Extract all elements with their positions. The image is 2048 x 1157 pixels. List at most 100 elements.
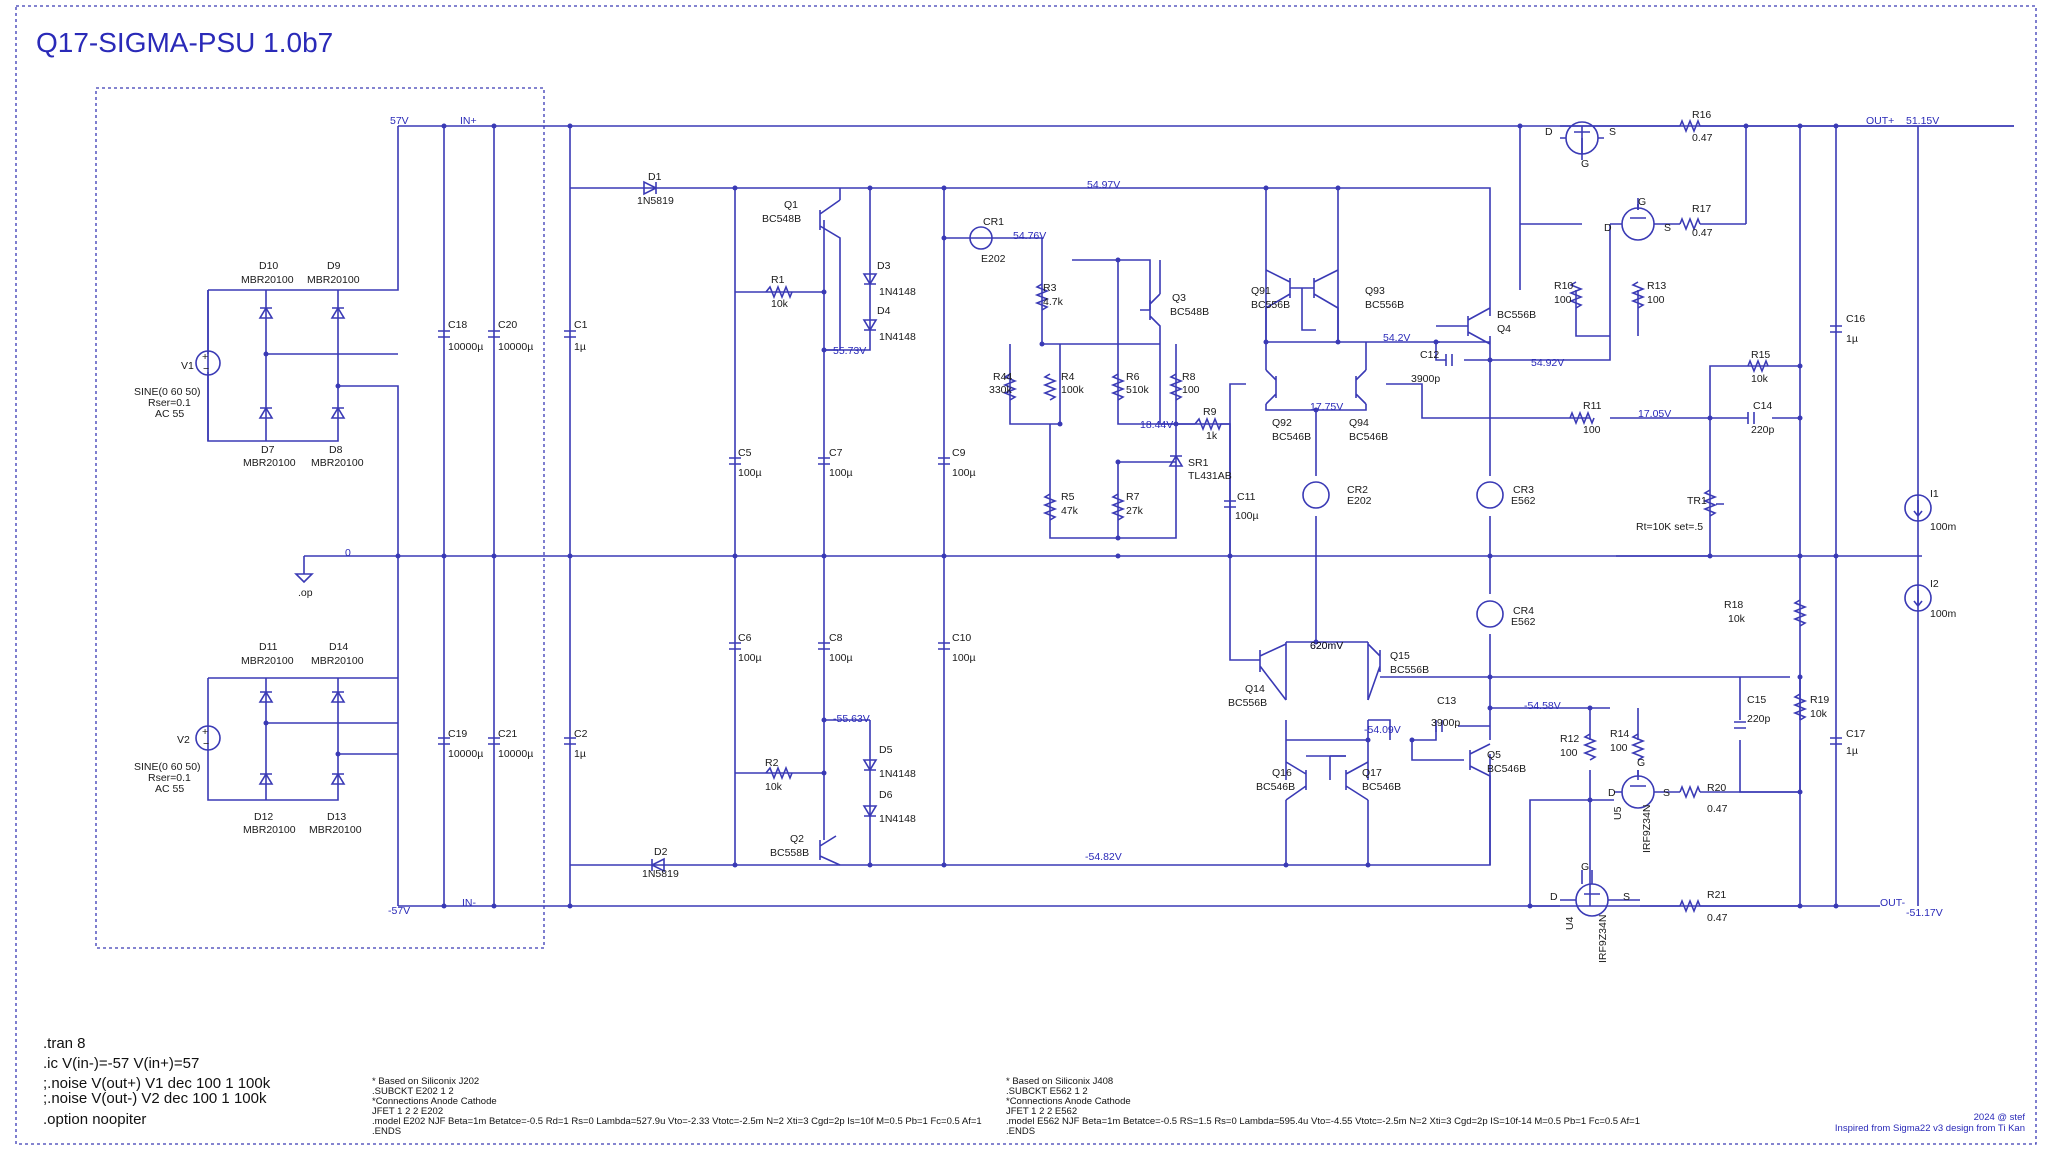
component-label: 100µ <box>952 652 976 664</box>
component-label: C21 <box>498 728 517 740</box>
junction-dots <box>263 123 1839 909</box>
component-label: D10 <box>259 260 278 272</box>
component-label: S <box>1664 222 1671 234</box>
subckt-e562-block: * Based on Siliconix J408 .SUBCKT E562 1… <box>1006 1076 1640 1137</box>
net-voltage-label: 54.2V <box>1383 332 1410 344</box>
component-label: 100µ <box>829 467 853 479</box>
component-label: 100 <box>1560 747 1578 759</box>
component-label: AC 55 <box>155 783 184 795</box>
component-label: R6 <box>1126 371 1140 383</box>
component-label: G <box>1581 158 1589 170</box>
net-voltage-label: 54.92V <box>1531 357 1564 369</box>
mosfet-symbols <box>1560 121 1664 917</box>
component-label: 1N4148 <box>879 813 916 825</box>
component-label: 1k <box>1206 430 1218 442</box>
transistor-symbols <box>819 188 1491 866</box>
component-label: D3 <box>877 260 891 272</box>
net-voltage-label: OUT+ <box>1866 115 1894 127</box>
component-label: C1 <box>574 319 588 331</box>
component-label: 1N5819 <box>637 195 674 207</box>
rectifier-block-outline <box>95 87 545 949</box>
svg-text:−: − <box>203 363 209 375</box>
component-label: 1N5819 <box>642 868 679 880</box>
component-label: I1 <box>1930 488 1939 500</box>
component-label: CR1 <box>983 216 1004 228</box>
net-voltage-label: 57V <box>390 115 409 127</box>
component-label: D14 <box>329 641 348 653</box>
net-voltage-label: -54.58V <box>1524 700 1561 712</box>
component-label: 620mV <box>1310 640 1343 652</box>
component-label: MBR20100 <box>243 824 296 836</box>
component-label: 100 <box>1583 424 1601 436</box>
component-label: C19 <box>448 728 467 740</box>
component-label: AC 55 <box>155 408 184 420</box>
component-label: BC556B <box>1497 309 1536 321</box>
component-label: G <box>1637 757 1645 769</box>
net-voltage-label: IN- <box>462 897 477 909</box>
component-label: R12 <box>1560 733 1579 745</box>
component-label: Q5 <box>1487 749 1501 761</box>
component-label: E562 <box>1511 495 1536 507</box>
component-label: 0.47 <box>1692 227 1713 239</box>
component-label: CR2 <box>1347 484 1368 496</box>
component-label: C13 <box>1437 695 1456 707</box>
component-label: Q15 <box>1390 650 1410 662</box>
component-label: S <box>1609 126 1616 138</box>
component-label: D13 <box>327 811 346 823</box>
subckt-e202-line: *Connections Anode Cathode <box>372 1096 497 1107</box>
component-label: BC556B <box>1251 299 1290 311</box>
component-label: 10k <box>1751 373 1769 385</box>
subckt-e562-line: .model E562 NJF Beta=1m Betatce=-0.5 RS=… <box>1006 1116 1640 1127</box>
component-label: C15 <box>1747 694 1766 706</box>
component-label: V2 <box>177 734 190 746</box>
credit-inspiration: Inspired from Sigma22 v3 design from Ti … <box>1835 1123 2025 1134</box>
component-label: 100k <box>1061 384 1085 396</box>
component-label: R13 <box>1647 280 1666 292</box>
subckt-e202-line: * Based on Siliconix J202 <box>372 1076 479 1087</box>
component-label: 10000µ <box>448 748 483 760</box>
component-label: D <box>1608 787 1616 799</box>
net-voltage-label: 54.97V <box>1087 179 1120 191</box>
component-label: C9 <box>952 447 966 459</box>
component-label: R9 <box>1203 406 1217 418</box>
component-label: R14 <box>1610 728 1629 740</box>
subckt-e562-line: *Connections Anode Cathode <box>1006 1096 1131 1107</box>
component-label: R3 <box>1043 282 1057 294</box>
source-symbols: +− +− <box>195 226 1932 751</box>
diode-symbols <box>258 180 1184 873</box>
component-label: Q92 <box>1272 417 1292 429</box>
component-label: 1µ <box>1846 333 1858 345</box>
component-label: 100m <box>1930 521 1957 533</box>
net-voltage-label: OUT- <box>1880 897 1906 909</box>
component-label: MBR20100 <box>311 457 364 469</box>
component-label: MBR20100 <box>309 824 362 836</box>
component-label: D4 <box>877 305 891 317</box>
component-label: Q94 <box>1349 417 1369 429</box>
component-label: C17 <box>1846 728 1865 740</box>
component-label: R44 <box>993 371 1012 383</box>
component-label: C16 <box>1846 313 1865 325</box>
component-label: R4 <box>1061 371 1075 383</box>
component-label: R21 <box>1707 889 1726 901</box>
component-label: D8 <box>329 444 343 456</box>
component-label: 100µ <box>829 652 853 664</box>
subckt-e202-line: .model E202 NJF Beta=1m Betatce=-0.5 Rd=… <box>372 1116 982 1127</box>
component-label: CR3 <box>1513 484 1534 496</box>
net-voltage-label: 54.76V <box>1013 230 1046 242</box>
component-label: 100m <box>1930 608 1957 620</box>
component-label: C7 <box>829 447 843 459</box>
component-label: BC558B <box>770 847 809 859</box>
component-label-rotated: U5 <box>1612 806 1624 820</box>
component-label: E202 <box>1347 495 1372 507</box>
component-label: 330k <box>989 384 1013 396</box>
component-label: R20 <box>1707 782 1726 794</box>
component-label: E202 <box>981 253 1006 265</box>
component-label: Rser=0.1 <box>148 772 191 784</box>
component-label: C20 <box>498 319 517 331</box>
component-label: Q91 <box>1251 285 1271 297</box>
component-label: D1 <box>648 171 662 183</box>
component-label: 0.47 <box>1707 912 1728 924</box>
component-label: C5 <box>738 447 752 459</box>
net-voltage-label: -54.82V <box>1085 851 1122 863</box>
